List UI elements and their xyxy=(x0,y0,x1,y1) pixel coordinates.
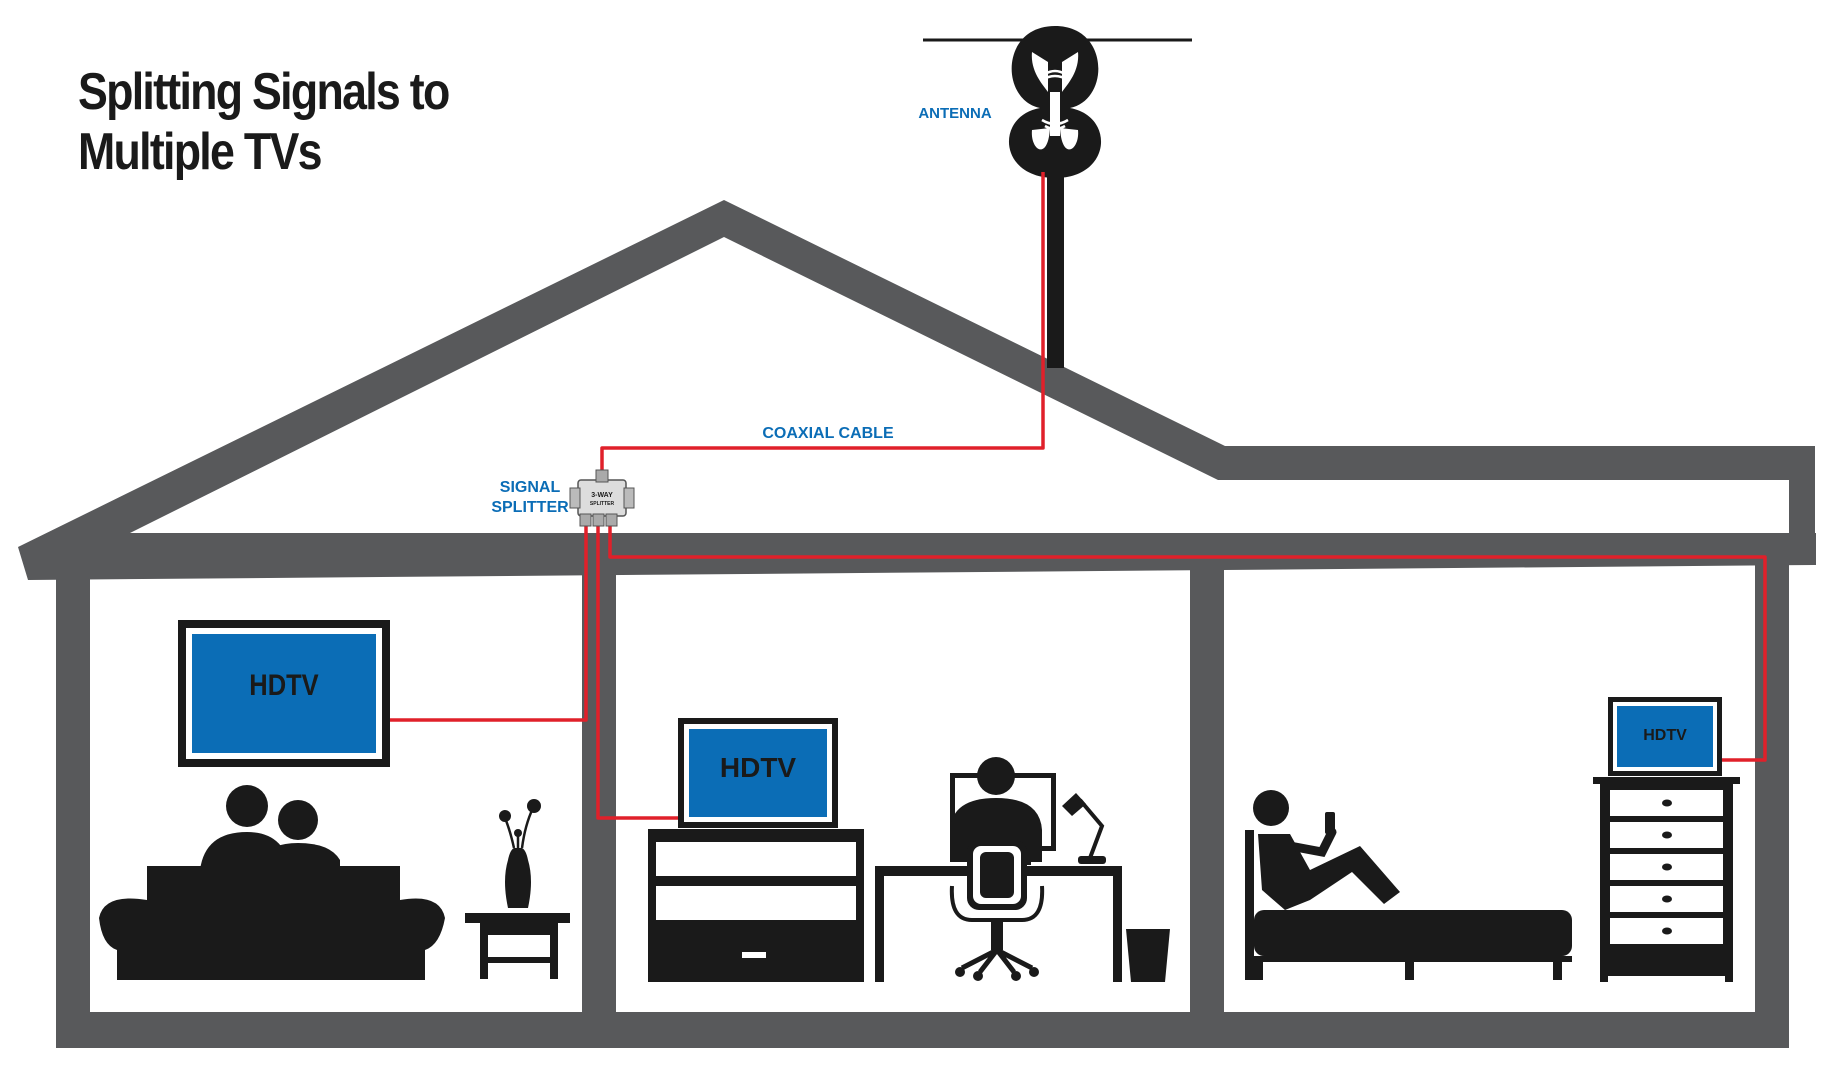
living-room-tv: HDTV xyxy=(178,620,390,767)
splitter-label-line-1: SIGNAL xyxy=(500,479,561,496)
dresser xyxy=(1593,777,1740,982)
splitter-output-port-1 xyxy=(579,513,592,527)
office-room: HDTV xyxy=(648,718,1170,982)
diagram-title: Splitting Signals to Multiple TVs xyxy=(78,62,525,182)
person-head-4 xyxy=(1253,790,1289,826)
tv-stand-handle xyxy=(742,952,766,958)
office-tv-label: HDTV xyxy=(720,752,797,783)
antenna: ANTENNA xyxy=(918,26,1192,368)
cable-to-living-room-tv xyxy=(390,525,588,722)
ceiling-beam xyxy=(56,533,1816,565)
side-table xyxy=(465,913,570,979)
living-room-tv-label: HDTV xyxy=(249,668,319,701)
splitter-tag-line-1: 3-WAY xyxy=(591,492,613,499)
coaxial-cable-label: COAXIAL CABLE xyxy=(762,425,894,442)
dresser-drawers xyxy=(1610,790,1723,944)
desk-lamp xyxy=(1062,793,1106,864)
antenna-loop-holes xyxy=(1031,52,1079,150)
person-body-4 xyxy=(1258,834,1400,910)
splitter-tag-line-2: SPLITTER xyxy=(590,501,615,507)
left-wall xyxy=(56,540,90,1048)
splitter-left-ear xyxy=(569,487,581,509)
person-in-bed xyxy=(1253,790,1400,910)
office-tv: HDTV xyxy=(678,718,838,828)
bedroom-tv-screen xyxy=(1617,706,1713,767)
person-head-1 xyxy=(226,785,268,827)
antenna-core xyxy=(1050,92,1060,136)
house-outline xyxy=(18,200,1816,1048)
right-wall xyxy=(1755,540,1789,1048)
living-room-tv-screen xyxy=(192,634,376,753)
splitter-label-line-2: SPLITTER xyxy=(491,499,569,516)
antenna-signal-icon xyxy=(1041,69,1069,131)
title-line-2: Multiple TVs xyxy=(78,123,322,181)
bedroom: HDTV xyxy=(1245,697,1740,982)
vase xyxy=(505,848,531,908)
splitter-input-port xyxy=(595,469,609,483)
couch xyxy=(99,866,445,980)
vase-with-flowers xyxy=(499,799,541,908)
person-body-2 xyxy=(265,843,340,870)
trash-can xyxy=(1126,929,1170,982)
bedroom-tv-label: HDTV xyxy=(1643,727,1687,744)
cable-to-bedroom-tv xyxy=(608,525,1767,762)
antenna-label: ANTENNA xyxy=(918,105,991,122)
splitter-right-ear xyxy=(623,487,635,509)
bed xyxy=(1245,830,1572,980)
dresser-knobs xyxy=(1662,799,1672,935)
person-head-2 xyxy=(278,800,318,840)
roof xyxy=(18,200,1815,580)
office-tv-screen xyxy=(689,729,827,817)
person-head-3 xyxy=(977,757,1015,795)
bedroom-tv: HDTV xyxy=(1608,697,1722,776)
splitter-output-port-3 xyxy=(605,513,618,527)
interior-wall-2 xyxy=(1190,565,1224,1015)
antenna-mast xyxy=(1047,170,1064,368)
couch-people xyxy=(99,785,445,980)
office-chair xyxy=(949,840,1045,981)
living-room: HDTV xyxy=(99,620,570,980)
tv-stand xyxy=(648,829,864,982)
coaxial-cables xyxy=(390,172,1767,820)
splitter-output-port-2 xyxy=(592,513,605,527)
title-line-1: Splitting Signals to xyxy=(78,63,450,121)
floor xyxy=(56,1012,1789,1048)
cable-to-office-tv xyxy=(596,525,682,820)
cable-antenna-to-splitter xyxy=(600,172,1045,478)
signal-splitter: 3-WAY SPLITTER SIGNAL SPLITTER xyxy=(491,469,635,527)
phone xyxy=(1325,812,1335,834)
